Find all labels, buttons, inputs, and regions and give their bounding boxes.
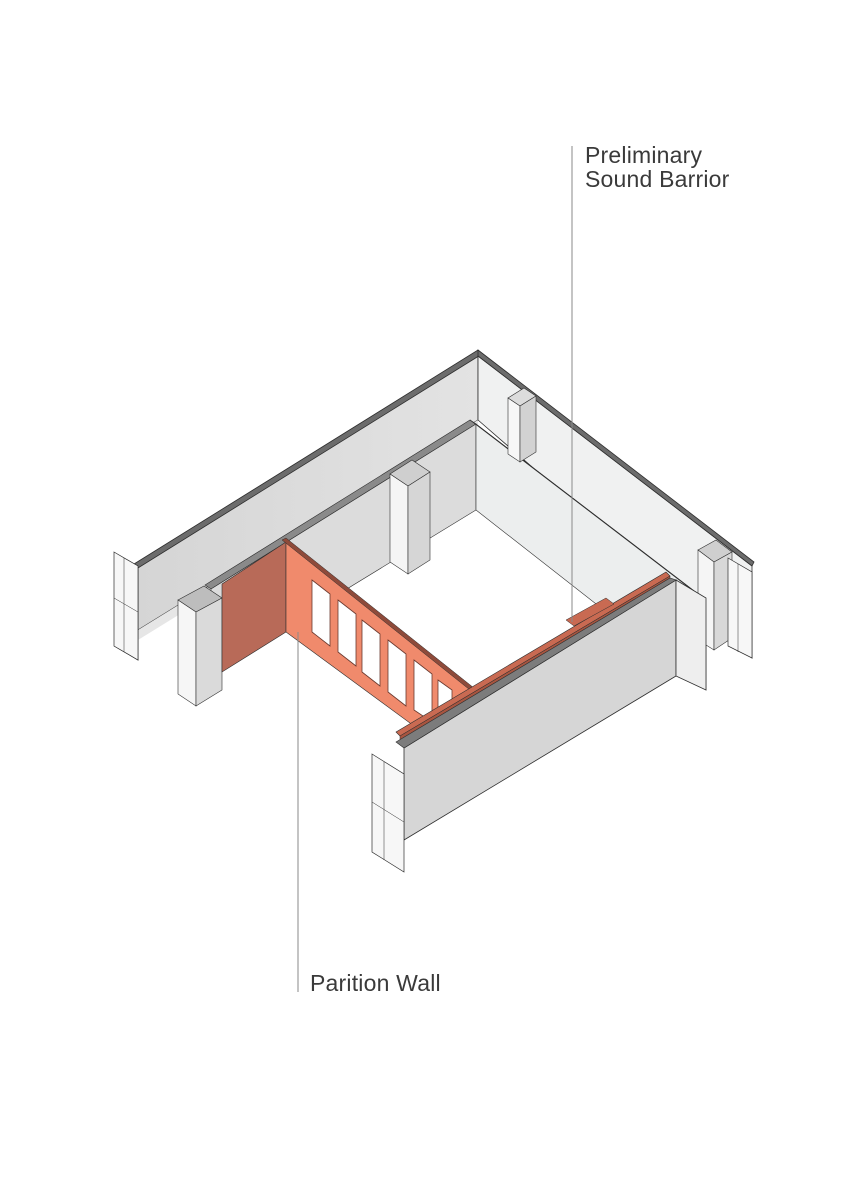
sound-barrier-label-line1: Preliminary <box>585 142 703 168</box>
column-left <box>177 585 223 707</box>
sound-barrier-label-line2: Sound Barrior <box>585 166 730 192</box>
window-frame-left <box>113 551 139 661</box>
window-frame-front <box>371 753 405 873</box>
column-back-right <box>507 387 537 463</box>
partition-wall-label: Parition Wall <box>310 970 441 996</box>
window-frame-right <box>727 557 753 659</box>
partition-wall <box>221 537 475 727</box>
sound-barrier-label: Preliminary Sound Barrior <box>585 143 730 191</box>
front-right-wall <box>395 577 707 841</box>
column-center <box>389 459 431 575</box>
